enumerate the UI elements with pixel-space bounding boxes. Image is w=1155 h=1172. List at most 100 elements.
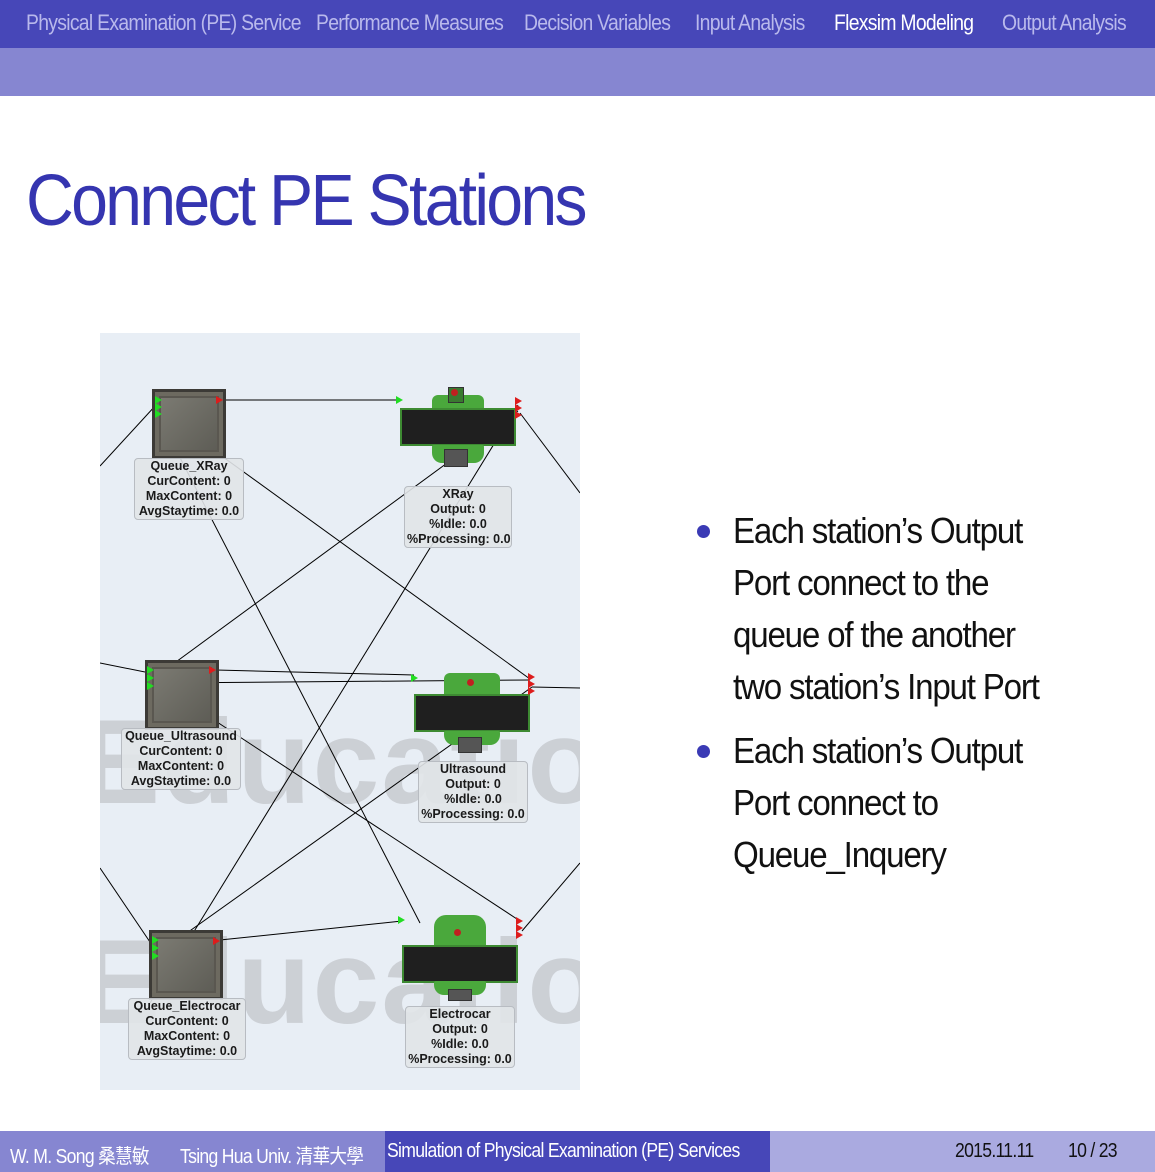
output-port-icon bbox=[213, 937, 220, 945]
connector-line bbox=[219, 920, 403, 941]
input-port-icon bbox=[147, 666, 154, 674]
output-port-icon bbox=[216, 396, 223, 404]
footer-left: W. M. Song 桑慧敏 Tsing Hua Univ. 清華大學 bbox=[0, 1131, 385, 1172]
stat-value: 0 bbox=[217, 759, 225, 773]
output-port-icon bbox=[516, 917, 523, 925]
output-port-icon bbox=[515, 411, 522, 419]
queue-name: Queue_XRay bbox=[150, 459, 228, 473]
queue-electrocar-object[interactable] bbox=[149, 930, 223, 1000]
queue-xray-object[interactable] bbox=[152, 389, 226, 459]
flexsim-model-view: Educational Educational bbox=[100, 333, 580, 1090]
stat-label: Output: bbox=[430, 502, 476, 516]
stat-value: 0.0 bbox=[484, 792, 502, 806]
output-port-icon bbox=[515, 404, 522, 412]
stat-label: %Idle: bbox=[431, 1037, 468, 1051]
bullet-line: Port connect to bbox=[733, 782, 939, 823]
stat-label: MaxContent: bbox=[145, 489, 222, 503]
stat-label: MaxContent: bbox=[143, 1029, 220, 1043]
bullet-item: Each station’s Output Port connect to Qu… bbox=[697, 725, 1117, 881]
slide-title: Connect PE Stations bbox=[26, 161, 588, 241]
nav-item-decision-variables[interactable]: Decision Variables bbox=[524, 10, 671, 35]
section-nav: Physical Examination (PE) Service Perfor… bbox=[0, 0, 1155, 48]
bullet-line: two station’s Input Port bbox=[733, 666, 1040, 707]
output-port-icon bbox=[209, 666, 216, 674]
connector-line bbox=[100, 867, 153, 946]
stat-value: 0.0 bbox=[213, 774, 232, 788]
queue-ultrasound-label: Queue_Ultrasound CurContent: 0 MaxConten… bbox=[121, 728, 241, 790]
connector-line bbox=[531, 686, 580, 689]
output-port-icon bbox=[515, 397, 522, 405]
footer-author: W. M. Song 桑慧敏 bbox=[10, 1146, 150, 1168]
stat-value: 0 bbox=[223, 1029, 231, 1043]
station-name: Electrocar bbox=[429, 1007, 491, 1021]
output-port-icon bbox=[528, 680, 535, 688]
output-port-icon bbox=[516, 924, 523, 932]
station-electrocar-label: Electrocar Output: 0 %Idle: 0.0 %Process… bbox=[405, 1006, 515, 1068]
stat-value: 0 bbox=[215, 744, 223, 758]
input-port-icon bbox=[398, 916, 405, 924]
station-xray-label: XRay Output: 0 %Idle: 0.0 %Processing: 0… bbox=[404, 486, 512, 548]
footer-talk-title: Simulation of Physical Examination (PE) … bbox=[387, 1140, 740, 1162]
stat-value: 0 bbox=[221, 1014, 229, 1028]
stat-label: Output: bbox=[432, 1022, 478, 1036]
stat-label: %Idle: bbox=[429, 517, 466, 531]
nav-item-output-analysis[interactable]: Output Analysis bbox=[1002, 10, 1127, 35]
nav-item-flexsim-modeling[interactable]: Flexsim Modeling bbox=[834, 10, 974, 35]
stat-label: %Processing: bbox=[421, 807, 504, 821]
stat-label: CurContent: bbox=[139, 744, 213, 758]
bullet-item: Each station’s Output Port connect to th… bbox=[697, 505, 1117, 713]
bullet-line: Queue_Inquery bbox=[733, 834, 947, 875]
stat-label: AvgStaytime: bbox=[136, 1044, 217, 1058]
output-port-icon bbox=[528, 673, 535, 681]
footer-right: 2015.11.11 10 / 23 bbox=[770, 1131, 1155, 1172]
input-port-icon bbox=[147, 674, 154, 682]
nav-item-pe-service[interactable]: Physical Examination (PE) Service bbox=[26, 10, 302, 35]
nav-item-performance-measures[interactable]: Performance Measures bbox=[316, 10, 504, 35]
queue-xray-label: Queue_XRay CurContent: 0 MaxContent: 0 A… bbox=[134, 458, 244, 520]
stat-value: 0.0 bbox=[494, 1052, 512, 1066]
input-port-icon bbox=[155, 396, 162, 404]
connector-line bbox=[100, 404, 157, 467]
stat-label: Output: bbox=[445, 777, 491, 791]
connector-line bbox=[100, 662, 151, 674]
bullet-dot-icon bbox=[697, 525, 710, 538]
stat-label: %Idle: bbox=[444, 792, 481, 806]
input-port-icon bbox=[155, 403, 162, 411]
bullet-dot-icon bbox=[697, 745, 710, 758]
stat-value: 0.0 bbox=[219, 1044, 238, 1058]
queue-electrocar-label: Queue_Electrocar CurContent: 0 MaxConten… bbox=[128, 998, 246, 1060]
bullet-line: Port connect to the bbox=[733, 562, 989, 603]
stat-label: %Processing: bbox=[408, 1052, 491, 1066]
bullet-line: Each station’s Output bbox=[733, 510, 1023, 551]
connector-line bbox=[215, 669, 415, 676]
input-port-icon bbox=[152, 944, 159, 952]
stat-label: CurContent: bbox=[147, 474, 221, 488]
stat-label: AvgStaytime: bbox=[130, 774, 211, 788]
bullet-list: Each station’s Output Port connect to th… bbox=[697, 505, 1117, 893]
footer-affiliation: Tsing Hua Univ. 清華大學 bbox=[180, 1146, 364, 1168]
slide-footer: W. M. Song 桑慧敏 Tsing Hua Univ. 清華大學 Simu… bbox=[0, 1131, 1155, 1172]
subsection-bar bbox=[0, 48, 1155, 96]
station-name: Ultrasound bbox=[440, 762, 506, 776]
connector-line bbox=[521, 862, 580, 932]
footer-center: Simulation of Physical Examination (PE) … bbox=[385, 1131, 770, 1172]
stat-label: CurContent: bbox=[145, 1014, 219, 1028]
queue-name: Queue_Electrocar bbox=[133, 999, 241, 1013]
input-port-icon bbox=[155, 410, 162, 418]
input-port-icon bbox=[396, 396, 403, 404]
input-port-icon bbox=[411, 674, 418, 682]
queue-ultrasound-object[interactable] bbox=[145, 660, 219, 730]
queue-name: Queue_Ultrasound bbox=[125, 729, 237, 743]
stat-value: 0 bbox=[493, 777, 501, 791]
stat-value: 0.0 bbox=[471, 1037, 489, 1051]
stat-value: 0.0 bbox=[221, 504, 240, 518]
stat-value: 0 bbox=[223, 474, 231, 488]
stat-value: 0.0 bbox=[507, 807, 525, 821]
nav-item-input-analysis[interactable]: Input Analysis bbox=[695, 10, 805, 35]
input-port-icon bbox=[152, 936, 159, 944]
stat-label: %Processing: bbox=[407, 532, 490, 546]
footer-date: 2015.11.11 bbox=[955, 1140, 1034, 1162]
station-name: XRay bbox=[442, 487, 474, 501]
bullet-line: Each station’s Output bbox=[733, 730, 1023, 771]
bullet-line: queue of the another bbox=[733, 614, 1016, 655]
